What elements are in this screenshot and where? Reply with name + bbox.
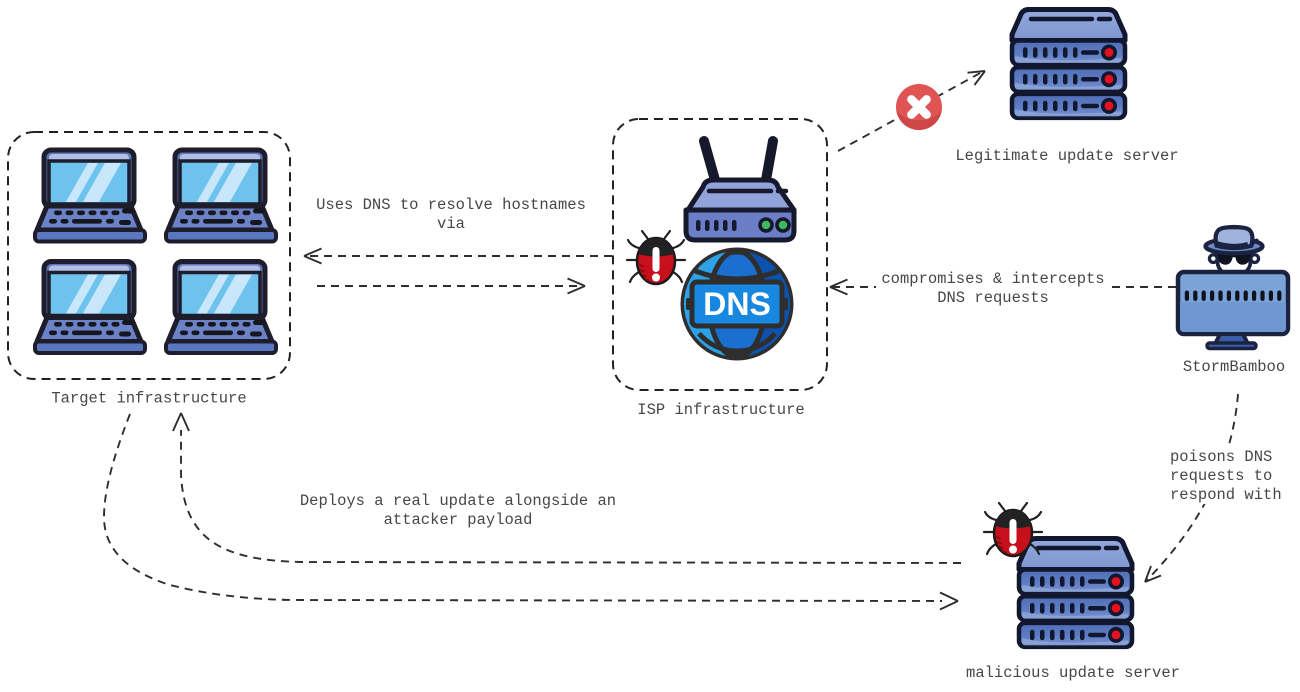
svg-text:poisons DNS: poisons DNS [1170,448,1272,466]
svg-text:Target infrastructure: Target infrastructure [51,390,246,408]
svg-text:StormBamboo: StormBamboo [1183,358,1285,376]
svg-text:ISP infrastructure: ISP infrastructure [637,401,804,419]
svg-text:Deploys a real update alongsid: Deploys a real update alongside an [300,492,616,510]
svg-text:respond with: respond with [1170,486,1282,504]
svg-text:malicious update server: malicious update server [966,664,1180,682]
svg-text:attacker payload: attacker payload [384,511,533,529]
svg-text:DNS requests: DNS requests [937,289,1049,307]
svg-text:requests to: requests to [1170,467,1272,485]
svg-text:via: via [437,215,465,233]
svg-text:Legitimate update server: Legitimate update server [955,147,1178,165]
svg-text:compromises & intercepts: compromises & intercepts [881,270,1104,288]
svg-text:DNS: DNS [703,286,771,322]
svg-text:Uses DNS to resolve hostnames: Uses DNS to resolve hostnames [316,196,586,214]
